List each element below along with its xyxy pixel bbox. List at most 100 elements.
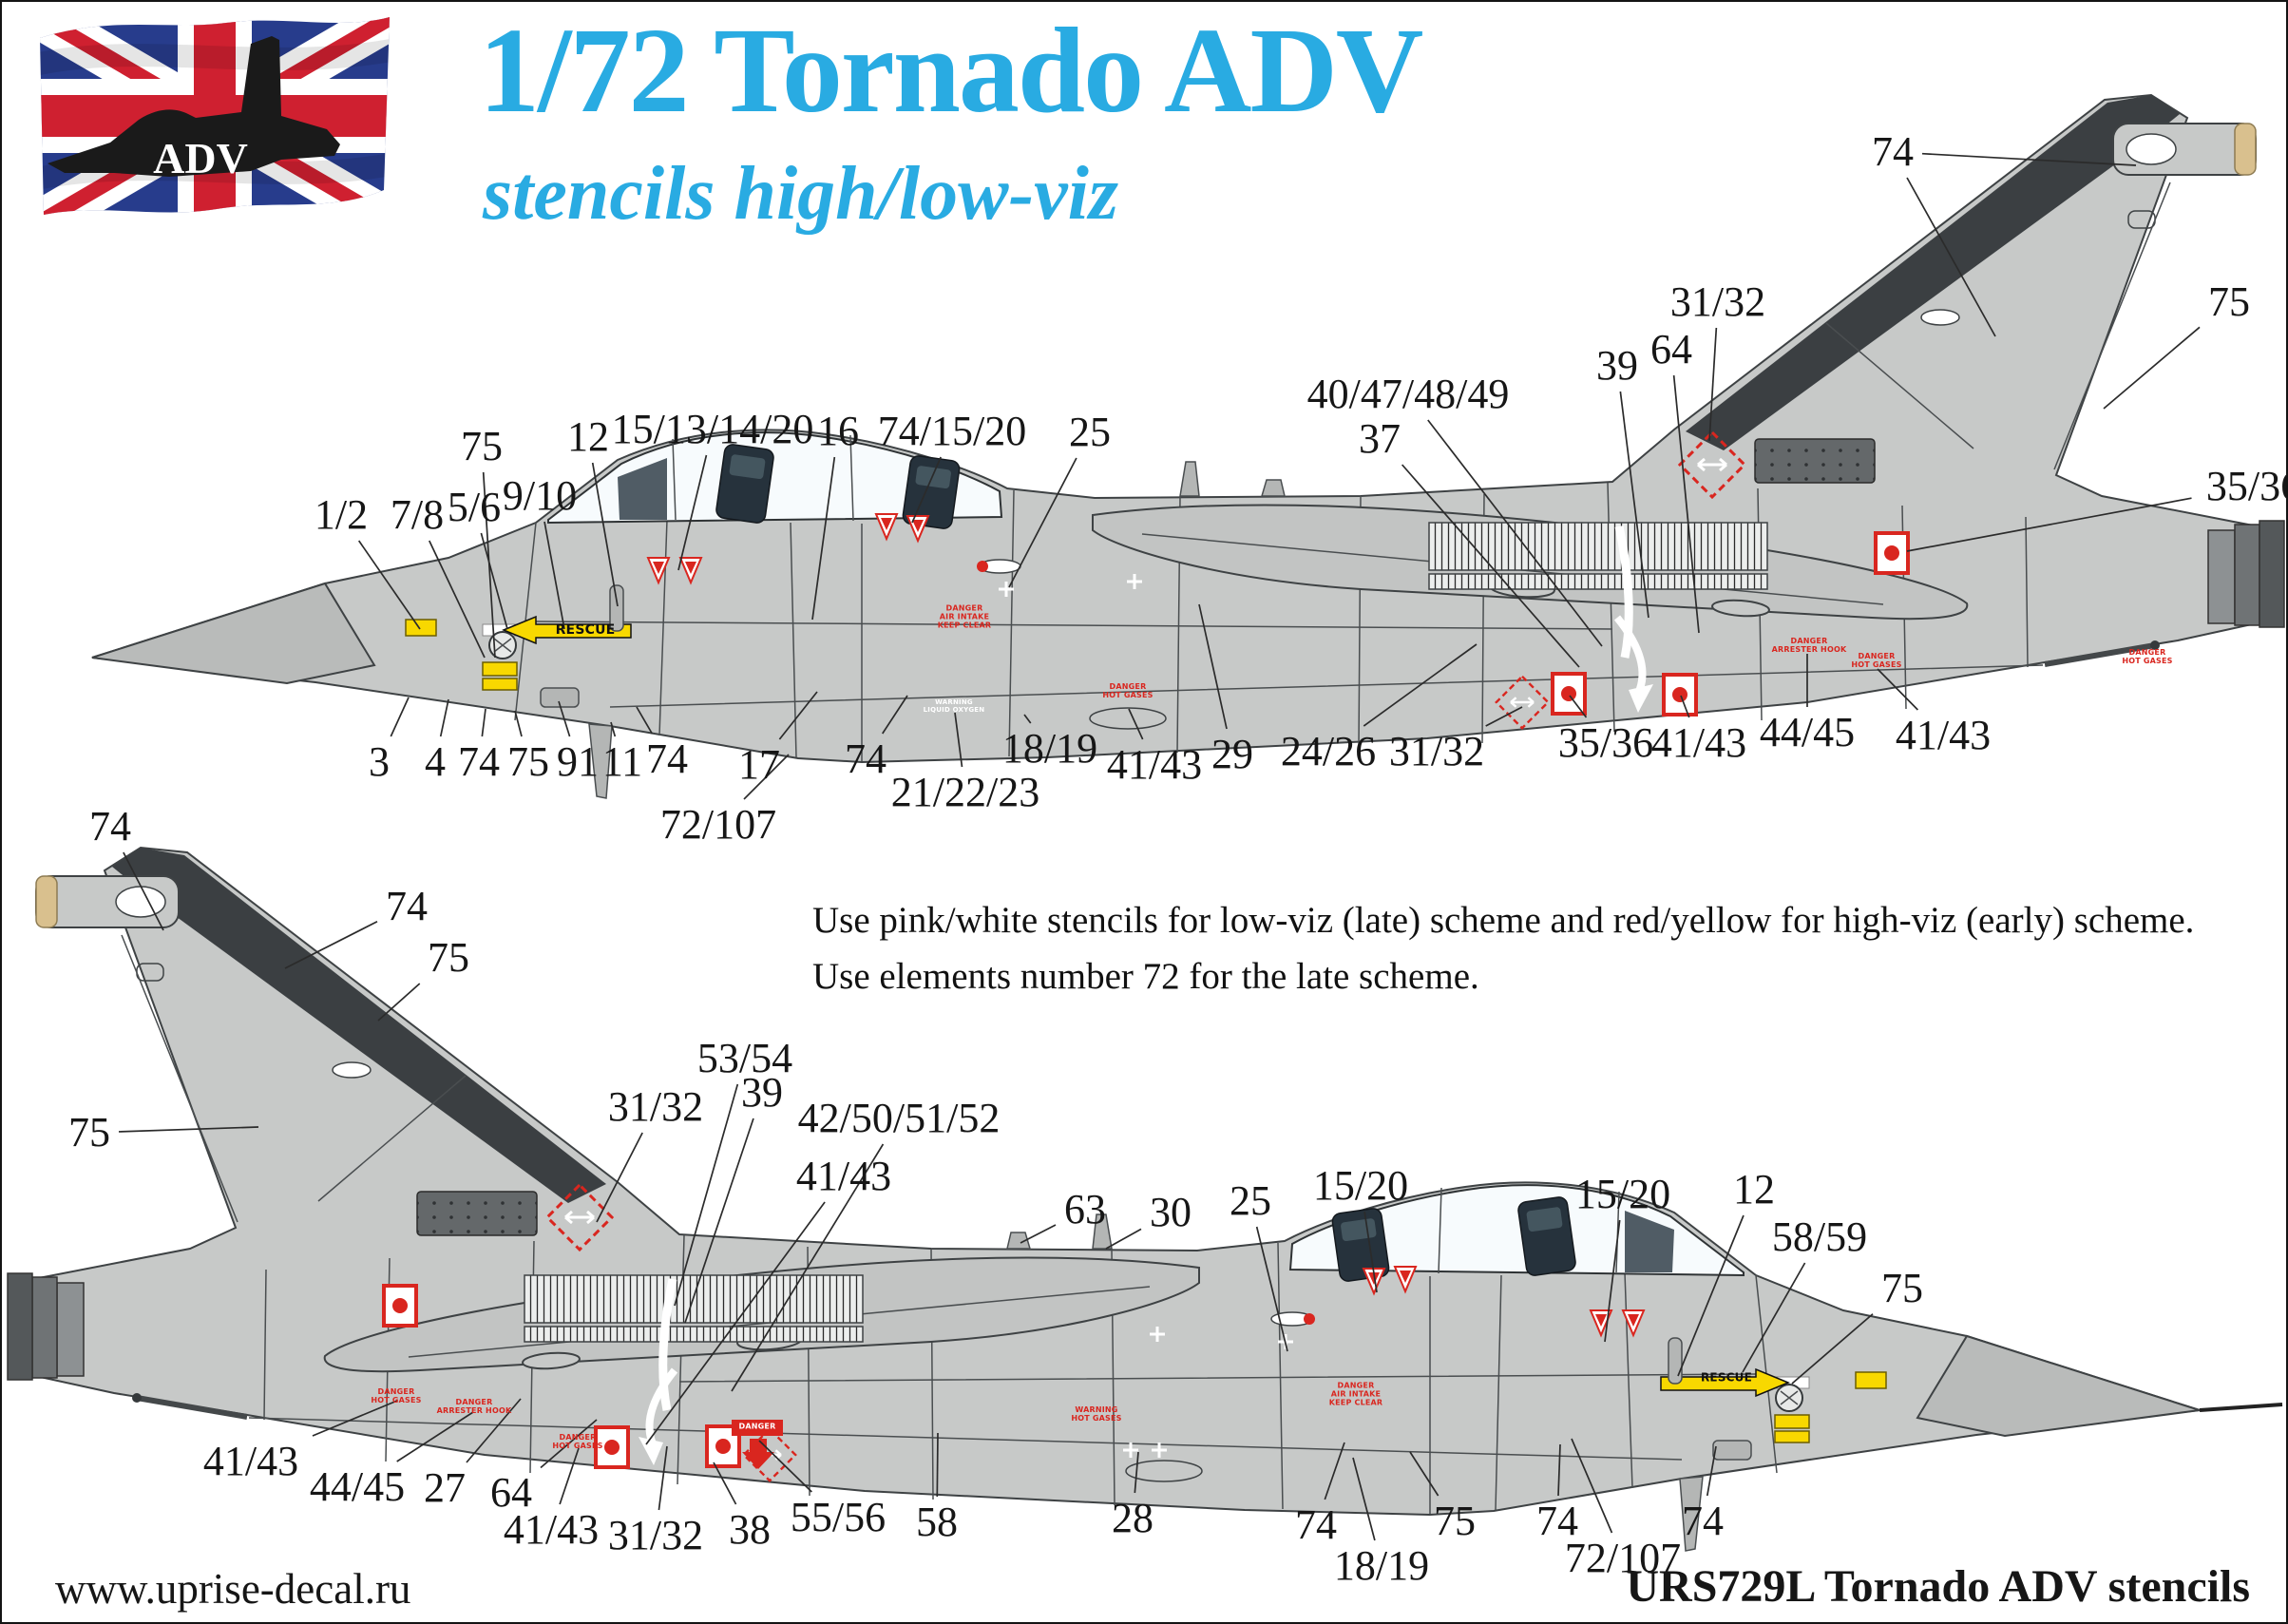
leader-line — [1008, 457, 1077, 588]
callout-38: 38 — [729, 1506, 771, 1553]
callout-42-50-51-52: 42/50/51/52 — [797, 1095, 1001, 1141]
callout-72-107: 72/107 — [659, 801, 777, 848]
callout-91: 91 — [557, 738, 599, 785]
leader-line — [1708, 327, 1718, 442]
stencil-decal-text: WARNING HOT GASES — [1071, 1405, 1122, 1423]
callout-75: 75 — [68, 1109, 110, 1156]
leader-line — [1604, 1219, 1621, 1343]
callout-24-26: 24/26 — [1280, 728, 1377, 774]
callout-74-15-20: 74/15/20 — [877, 408, 1027, 454]
leader-line — [1557, 1443, 1561, 1497]
leader-line — [645, 1201, 826, 1445]
callout-41-43: 41/43 — [503, 1506, 600, 1553]
callout-41-43: 41/43 — [202, 1438, 299, 1484]
stencil-decal-text: DANGER AIR INTAKE KEEP CLEAR — [937, 603, 992, 630]
callout-44-45: 44/45 — [1759, 709, 1856, 755]
callout-29: 29 — [1211, 731, 1253, 777]
callout-41-43: 41/43 — [1650, 719, 1747, 766]
stencil-decal-text: DANGER — [738, 1422, 776, 1431]
leader-line — [466, 1398, 522, 1463]
leader-line — [482, 471, 496, 659]
danger-tag-decal — [732, 1420, 783, 1436]
leader-line — [911, 456, 942, 524]
leader-line — [1134, 1451, 1139, 1494]
callout-15-20: 15/20 — [1574, 1171, 1671, 1217]
stencil-decal-text: DANGER AIR INTAKE KEEP CLEAR — [1328, 1381, 1383, 1407]
callout-31-32: 31/32 — [1388, 728, 1485, 774]
leader-line — [713, 1462, 737, 1505]
leader-line — [1401, 464, 1580, 668]
leader-line — [778, 691, 818, 740]
leader-line — [1020, 1224, 1057, 1244]
callout-25: 25 — [1069, 409, 1111, 455]
callout-39: 39 — [1596, 342, 1638, 389]
stencil-decal-text: DANGER HOT GASES — [1102, 682, 1154, 699]
callout-21-22-23: 21/22/23 — [890, 769, 1040, 815]
callout-44-45: 44/45 — [309, 1463, 406, 1510]
leader-line — [1677, 1214, 1745, 1377]
leader-line — [1906, 177, 1996, 337]
callout-12: 12 — [1733, 1166, 1775, 1213]
tornado-silhouette — [48, 36, 340, 177]
leader-line — [540, 1419, 598, 1469]
callout-63: 63 — [1064, 1186, 1106, 1232]
callout-7-8: 7/8 — [390, 491, 445, 538]
leader-line — [1619, 391, 1649, 619]
leader-line — [1877, 668, 1918, 711]
leader-line — [1409, 1451, 1440, 1497]
callout-41-43: 41/43 — [1895, 712, 1992, 758]
callout-12: 12 — [567, 413, 609, 460]
callout-74: 74 — [458, 738, 500, 785]
leader-line — [118, 1126, 259, 1133]
callout-1-2: 1/2 — [314, 491, 369, 538]
callout-18-19: 18/19 — [1001, 725, 1098, 772]
callout-25: 25 — [1230, 1177, 1271, 1224]
callout-27: 27 — [424, 1464, 466, 1511]
stencil-decal-text: DANGER HOT GASES — [1851, 652, 1902, 669]
leader-line — [480, 532, 508, 630]
callout-16: 16 — [817, 408, 859, 454]
leader-line — [312, 1400, 398, 1437]
callout-35-36: 35/36 — [1557, 719, 1654, 766]
scheme-note-line1: Use pink/white stencils for low-viz (lat… — [812, 900, 2195, 941]
callout-53-54: 53/54 — [696, 1035, 793, 1081]
callout-41-43: 41/43 — [795, 1153, 892, 1199]
product-code: URS729L Tornado ADV stencils — [1626, 1561, 2250, 1612]
callout-64: 64 — [1650, 326, 1692, 373]
callout-18-19: 18/19 — [1333, 1542, 1430, 1589]
leader-line — [591, 462, 619, 607]
callout-58-59: 58/59 — [1771, 1213, 1868, 1260]
bottom-view-extras — [732, 1403, 2283, 1469]
stencil-decal-text: RESCUE — [555, 622, 616, 639]
callout-74: 74 — [386, 883, 428, 929]
callout-39: 39 — [741, 1069, 783, 1116]
callout-75: 75 — [1881, 1265, 1923, 1311]
leader-line — [954, 712, 963, 768]
callout-31-32: 31/32 — [607, 1512, 704, 1558]
callout-37: 37 — [1359, 415, 1401, 462]
stencil-decal-text: DANGER HOT GASES — [552, 1433, 603, 1450]
leader-line — [558, 700, 571, 737]
callout-72-107: 72/107 — [1564, 1535, 1682, 1581]
callout-31-32: 31/32 — [1669, 278, 1766, 325]
callout-74: 74 — [89, 803, 131, 850]
callout-5-6: 5/6 — [447, 484, 502, 530]
leader-line — [1255, 1226, 1288, 1352]
leader-line — [357, 540, 421, 630]
callout-15-20: 15/20 — [1312, 1162, 1409, 1209]
callout-17: 17 — [738, 741, 780, 788]
leader-line — [390, 697, 410, 737]
leader-line — [1791, 1313, 1874, 1385]
leader-line — [882, 695, 908, 735]
leader-line — [1672, 374, 1700, 634]
leader-line — [1706, 1445, 1717, 1497]
top-aircraft-profile — [92, 95, 2284, 798]
leader-line — [1427, 419, 1603, 647]
leader-line — [439, 698, 449, 737]
stencil-decal-text: DANGER HOT GASES — [2122, 648, 2173, 665]
callout-9-10: 9/10 — [502, 472, 578, 519]
leader-line — [1363, 643, 1478, 727]
callout-4: 4 — [425, 738, 446, 785]
stencil-decal-text: DANGER HOT GASES — [371, 1387, 422, 1404]
